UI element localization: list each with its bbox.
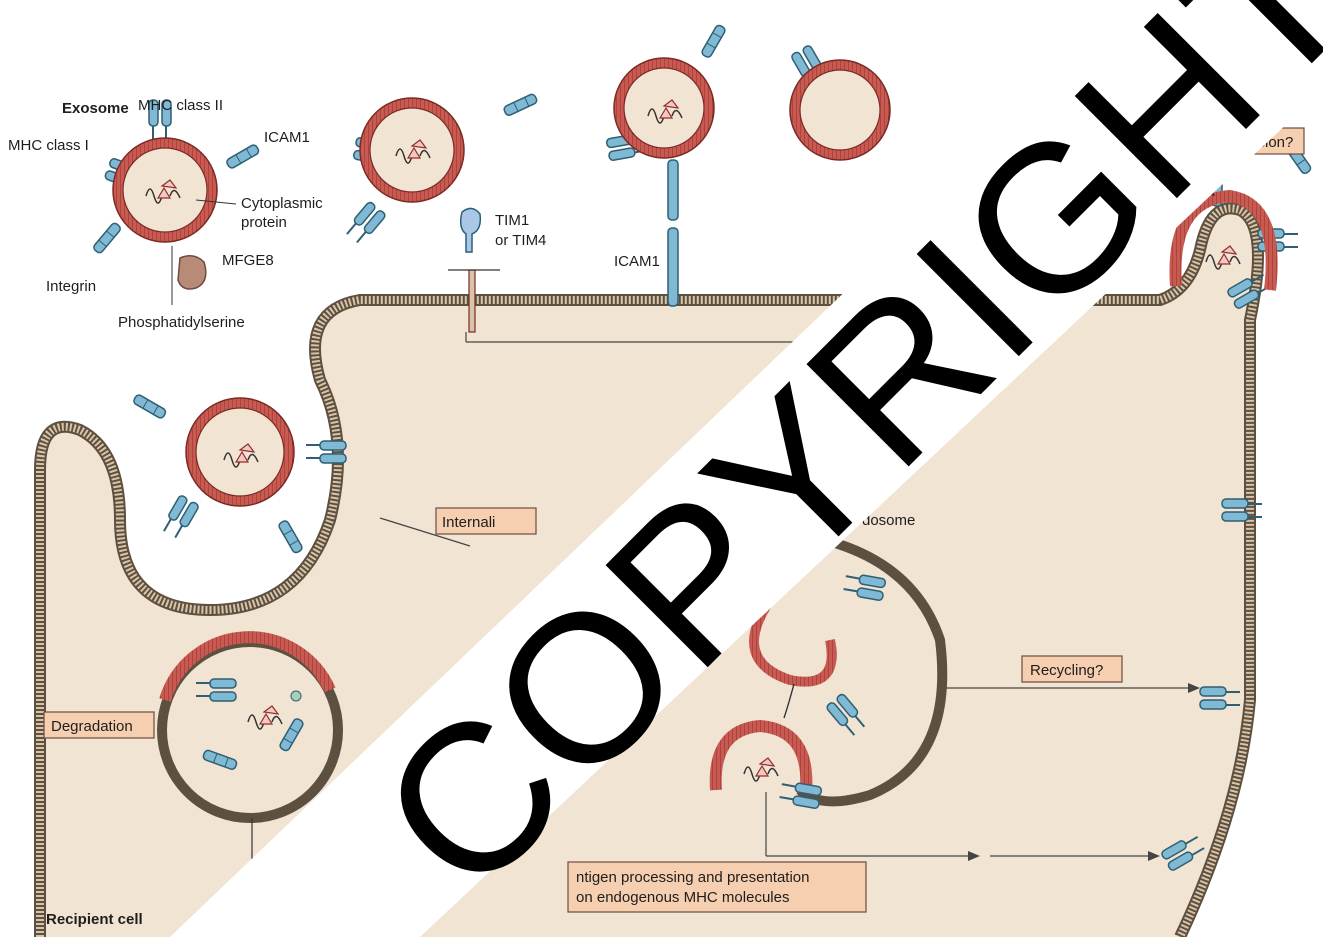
box-degradation: Degradation [51,718,133,735]
exosome-tim-bound [342,92,539,333]
exosome-icam1-bound [605,23,728,307]
label-icam1-membrane: ICAM1 [614,253,660,270]
exosome-internalizing [131,392,347,555]
label-or-tim4: or TIM4 [495,232,546,249]
exosome-legend [91,99,261,290]
box-internalization: Internali [442,514,495,531]
label-cytoplasmic: Cytoplasmic [241,195,323,212]
pointer-line [195,199,237,205]
label-protein: protein [241,214,287,231]
exosome-partial [789,43,891,161]
label-recipient-cell: Recipient cell [46,911,143,928]
label-integrin: Integrin [46,278,96,295]
label-exosome: Exosome [62,100,129,117]
lysosome [157,631,343,823]
label-mfge8: MFGE8 [222,252,274,269]
box-antigen-line1: ntigen processing and presentation [576,869,810,886]
box-recycling: Recycling? [1030,662,1103,679]
label-mhc-class-i: MHC class I [8,137,89,154]
box-antigen-line2: on endogenous MHC molecules [576,889,789,906]
label-tim1: TIM1 [495,212,529,229]
label-icam1-exosome: ICAM1 [264,129,310,146]
label-mhc-class-ii: MHC class II [138,97,223,114]
label-phosphatidylserine: Phosphatidylserine [118,314,245,331]
label-endosome: dosome [862,512,915,529]
